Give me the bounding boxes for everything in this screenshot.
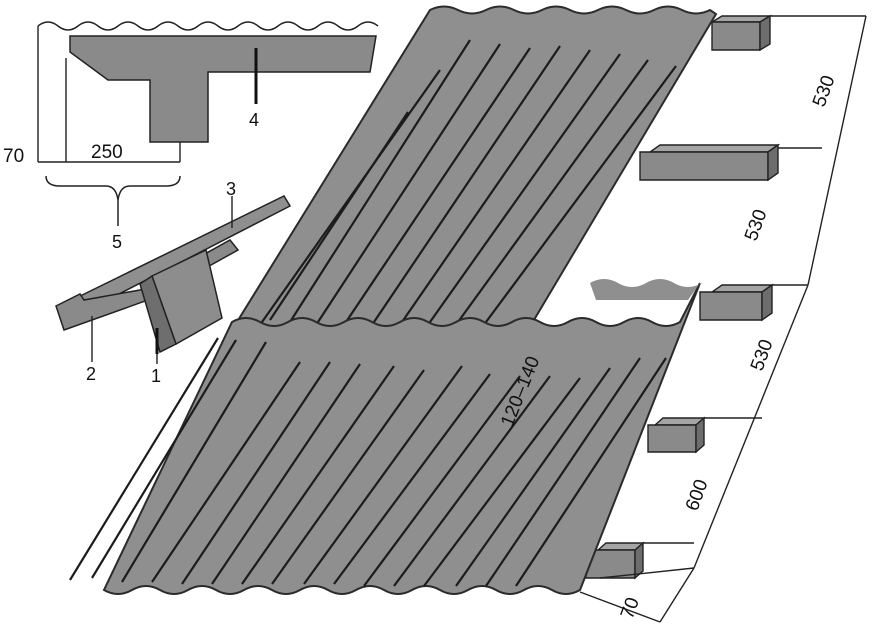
dim-detail-250: 250 xyxy=(91,142,123,163)
dim-detail-70: 70 xyxy=(3,146,24,167)
callout-1: 1 xyxy=(151,366,161,386)
batten-2 xyxy=(639,143,781,182)
dim-530-third: 530 xyxy=(747,337,778,374)
dim-530-top: 530 xyxy=(809,73,840,110)
callout-3: 3 xyxy=(226,179,236,199)
batten-3 xyxy=(699,283,775,322)
lower-sheet-grooves xyxy=(69,337,667,587)
fastening-detail: 1 2 3 xyxy=(55,179,292,386)
profile-detail: 4 70 250 5 xyxy=(3,21,379,252)
dim-600: 600 xyxy=(682,477,713,514)
batten-group xyxy=(585,14,781,580)
dimension-lines xyxy=(579,15,867,623)
lower-roof-sheet xyxy=(69,279,702,595)
dim-70-eave: 70 xyxy=(617,595,644,622)
upper-roof-sheet xyxy=(230,5,718,331)
batten-1 xyxy=(709,14,773,52)
callout-2: 2 xyxy=(86,364,96,384)
callout-5: 5 xyxy=(112,232,122,252)
upper-sheet-grooves xyxy=(261,39,677,323)
dim-530-second: 530 xyxy=(741,207,772,244)
batten-4 xyxy=(647,416,706,454)
batten-5 xyxy=(585,541,645,580)
callout-4: 4 xyxy=(249,110,259,130)
